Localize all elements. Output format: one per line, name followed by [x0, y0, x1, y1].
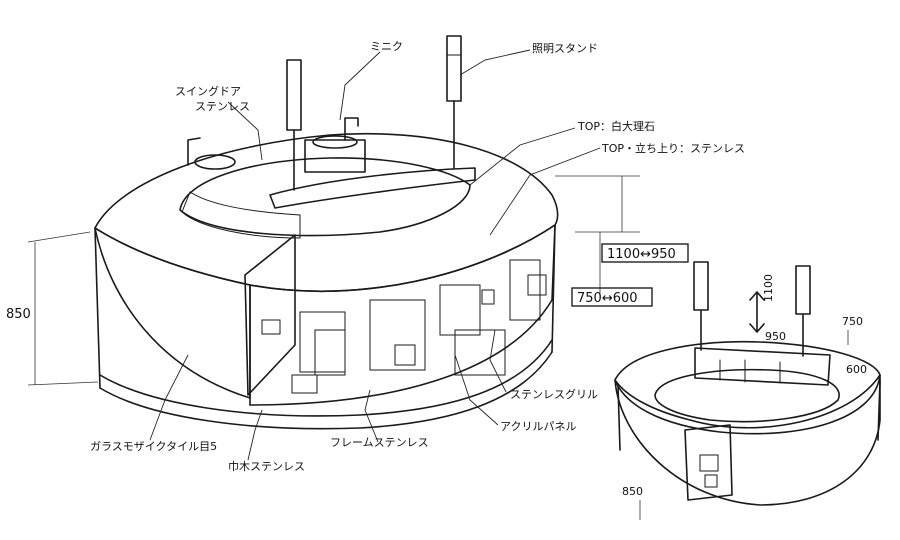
small-counter-inner-opening: [654, 368, 840, 423]
small-counter-top: [614, 340, 881, 435]
label-sink: ミニク: [370, 40, 403, 53]
acrylic-panels: [261, 259, 547, 394]
small-lamp-right: [795, 265, 811, 357]
large-counter-top: [94, 132, 559, 293]
large-counter-tile-wall-left: [94, 227, 251, 399]
dim-small-850: 850: [622, 485, 643, 498]
sink-center: [304, 117, 366, 173]
dim-small-1100: 1100: [762, 274, 775, 302]
dim-small-600: 600: [846, 363, 867, 376]
dim-box-top: [601, 243, 689, 263]
label-baseboard-stainless: 巾木ステンレス: [228, 459, 305, 473]
label-stainless-grille: ステンレスグリル: [510, 387, 598, 401]
dim-small-750: 750: [842, 315, 863, 328]
label-glass-mosaic-tile: ガラスモザイクタイル目5: [90, 440, 217, 453]
label-swing-door-2: ステンレス: [195, 100, 250, 113]
label-lighting-stand: 照明スタンド: [532, 42, 598, 55]
label-top-marble: TOP：白大理石: [577, 119, 655, 133]
label-frame-stainless: フレームステンレス: [330, 436, 429, 449]
dim-850-left: 850: [6, 307, 31, 322]
dim-750-600: 750↔600: [577, 291, 638, 306]
label-acrylic-panel: アクリルパネル: [500, 420, 576, 433]
small-counter: 1100 950 750 600 850: [614, 261, 881, 520]
dim-small-950: 950: [765, 330, 786, 343]
label-swing-door: スイングドア: [175, 84, 241, 98]
height-adjust-arrow: [749, 291, 765, 333]
lamp-stand-left: [286, 59, 302, 191]
small-counter-back-panel: [694, 347, 831, 386]
label-top-edge: TOP・立ち上り：ステンレス: [601, 141, 745, 155]
small-lamp-left: [693, 261, 709, 351]
bar-shelf: [269, 167, 476, 209]
dim-1100-950: 1100↔950: [607, 247, 676, 262]
large-counter-inner-opening: [179, 157, 471, 237]
lamp-stand-right: [446, 35, 462, 169]
sink-left: [187, 137, 236, 170]
large-counter: 850 1100↔950 750↔600: [6, 35, 689, 461]
dim-box-mid: [571, 287, 653, 307]
large-counter-inner-wall: [181, 191, 301, 239]
swing-door: [244, 234, 296, 396]
